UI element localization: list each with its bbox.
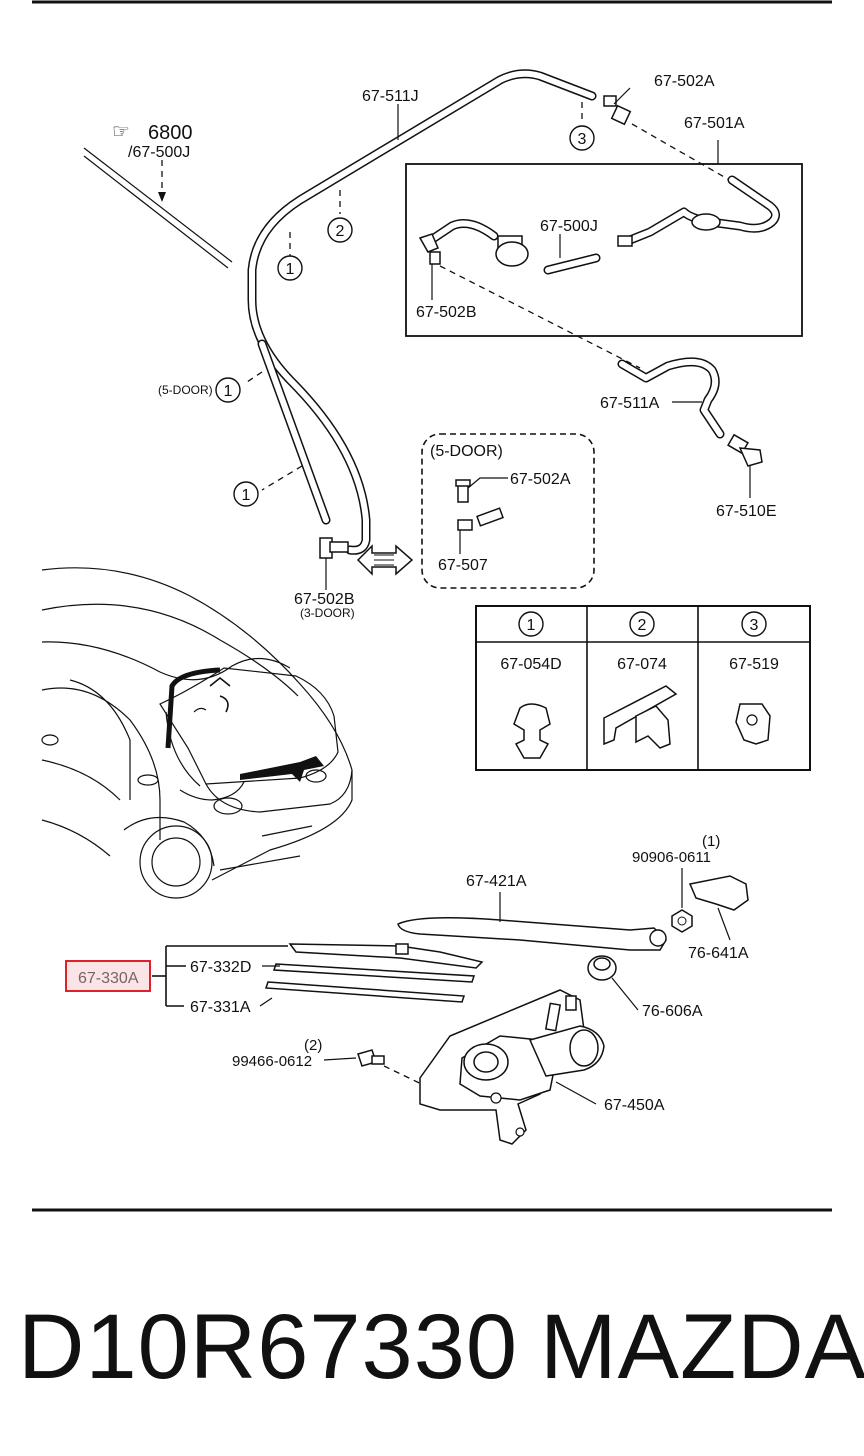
label-3door: (3-DOOR) — [300, 606, 355, 620]
legend-header-3: 3 — [750, 617, 759, 634]
callout-2 — [327, 217, 353, 243]
label-67-331A: 67-331A — [190, 999, 251, 1016]
motor-67-450A — [419, 989, 605, 1145]
callout-3-num: 3 — [578, 131, 587, 148]
callout-2-num: 2 — [336, 223, 345, 240]
label-76-606A: 76-606A — [642, 1003, 703, 1020]
label-67-507: 67-507 — [438, 557, 488, 574]
callout-1-c-num: 1 — [242, 487, 251, 504]
label-67-502B-top: 67-502B — [416, 304, 477, 321]
box-5door — [421, 433, 595, 589]
label-6800: 6800 — [148, 122, 193, 144]
label-67-501A: 67-501A — [684, 115, 745, 132]
callout-1-b-num: 1 — [224, 383, 233, 400]
label-67-511J: 67-511J — [362, 88, 419, 105]
label-67-502A-top: 67-502A — [654, 73, 715, 90]
callout-1-a — [277, 255, 303, 281]
label-5door-1: (5-DOOR) — [158, 383, 213, 397]
label-99466-0612: 99466-0612 — [232, 1053, 312, 1070]
legend-header-1: 1 — [527, 617, 536, 634]
bracket-67-330A — [152, 945, 288, 1007]
connector-67-502B-3door — [319, 537, 349, 559]
wiper-blade-67-332D — [288, 943, 484, 969]
legend-header-2: 2 — [638, 617, 647, 634]
label-67-330A: 67-330A — [78, 970, 139, 987]
callout-3 — [569, 125, 595, 151]
label-67-421A: 67-421A — [466, 873, 527, 890]
label-67-450A: 67-450A — [604, 1097, 665, 1114]
connector-67-507 — [455, 479, 504, 531]
label-67-511A: 67-511A — [600, 395, 660, 412]
car-illustration — [41, 567, 353, 899]
connector-67-502A-top — [603, 87, 632, 126]
label-67-500J-ref: /67-500J — [128, 144, 190, 161]
label-qty-1: (1) — [702, 833, 720, 850]
cap-76-641A — [688, 875, 749, 941]
label-qty-2: (2) — [304, 1037, 322, 1054]
callout-1-c — [233, 481, 259, 507]
legend-part-3: 67-519 — [729, 656, 779, 673]
label-67-500J: 67-500J — [540, 218, 598, 235]
label-67-332D: 67-332D — [190, 959, 251, 976]
brand-name: MAZDA — [540, 1296, 864, 1398]
label-5door-box: (5-DOOR) — [430, 443, 503, 460]
wiper-blade-67-331A — [264, 963, 476, 1003]
hose-5door — [257, 339, 331, 525]
part-code: D10R67330 — [18, 1296, 519, 1398]
hose-67-511A — [617, 357, 725, 439]
label-90906-0611: 90906-0611 — [632, 849, 711, 866]
parts-diagram: 1 2 3 1 1 1 2 3 67-054D 67-074 67-519 67… — [32, 0, 832, 1212]
legend-table — [475, 605, 811, 771]
box-67-501A — [405, 163, 803, 337]
cap-76-606A — [587, 955, 639, 1011]
footer: D10R67330 MAZDA — [0, 1292, 864, 1402]
label-76-641A: 76-641A — [688, 945, 749, 962]
callout-1-b — [215, 377, 241, 403]
legend-part-2: 67-074 — [617, 656, 667, 673]
callout-1-a-num: 1 — [286, 261, 295, 278]
pointer-glyph: ☞ — [112, 121, 130, 143]
highlight-box-67-330A — [65, 960, 151, 992]
label-67-510E: 67-510E — [716, 503, 777, 520]
bolt-99466-0612 — [323, 1049, 385, 1067]
double-arrow — [356, 544, 414, 576]
hose-67-501A — [418, 175, 780, 275]
wiper-arm-67-421A — [397, 892, 667, 951]
legend-part-1: 67-054D — [500, 656, 561, 673]
label-67-502B-bottom: 67-502B — [294, 591, 355, 608]
nozzle-67-510E — [727, 433, 763, 467]
nut-90906-0611 — [671, 868, 693, 933]
label-67-502A-box: 67-502A — [510, 471, 571, 488]
